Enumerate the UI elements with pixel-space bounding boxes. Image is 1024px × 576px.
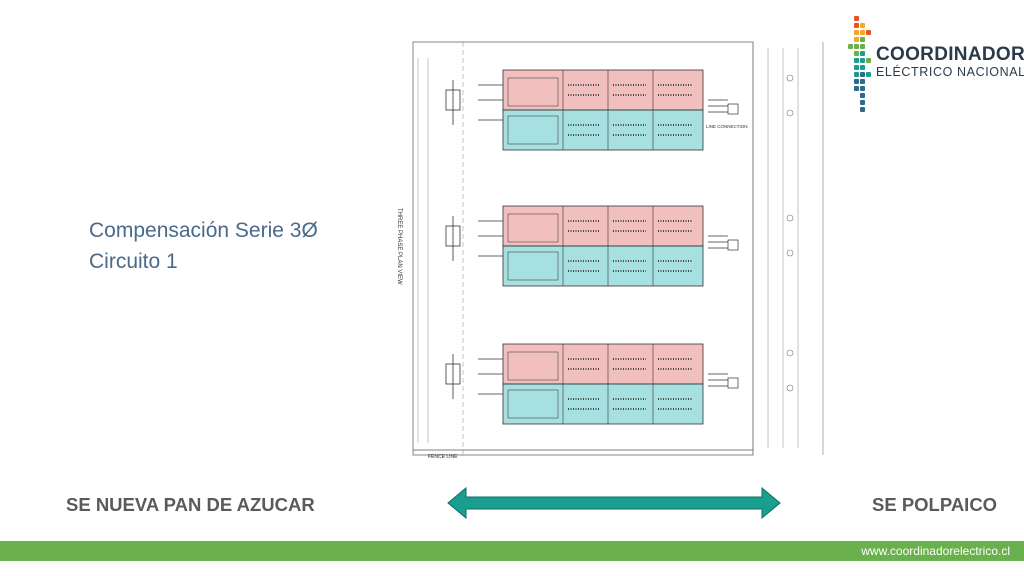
logo-dot-mark (848, 16, 871, 112)
logo-name: COORDINADOR (876, 44, 1024, 65)
capacitor-bank-3 (445, 343, 739, 425)
coordinador-logo: COORDINADOR ELÉCTRICO NACIONAL (848, 16, 1024, 122)
capacitor-bank-2 (445, 205, 739, 287)
capacitor-bank-1 (445, 69, 739, 151)
fence-line-label: FENCE LINE (428, 454, 458, 460)
left-station-label: SE NUEVA PAN DE AZUCAR (66, 494, 315, 515)
bidirectional-arrow-icon (447, 486, 781, 520)
footer-url: www.coordinadorelectrico.cl (861, 544, 1010, 558)
line-connection-label: LINE CONNECTION (706, 124, 748, 129)
title-line-1: Compensación Serie 3Ø (89, 219, 318, 242)
footer-bar (0, 541, 1024, 561)
plan-view-drawing: THREE PHASE PLAN VIEW LINE CONNECTION FE… (396, 41, 824, 460)
plan-view-label: THREE PHASE PLAN VIEW (396, 208, 402, 285)
title-line-2: Circuito 1 (89, 250, 178, 273)
logo-subtitle: ELÉCTRICO NACIONAL (876, 65, 1024, 79)
slide-title: Compensación Serie 3Ø Circuito 1 (89, 215, 318, 277)
dimension-markers (786, 74, 794, 392)
right-station-label: SE POLPAICO (872, 494, 998, 515)
